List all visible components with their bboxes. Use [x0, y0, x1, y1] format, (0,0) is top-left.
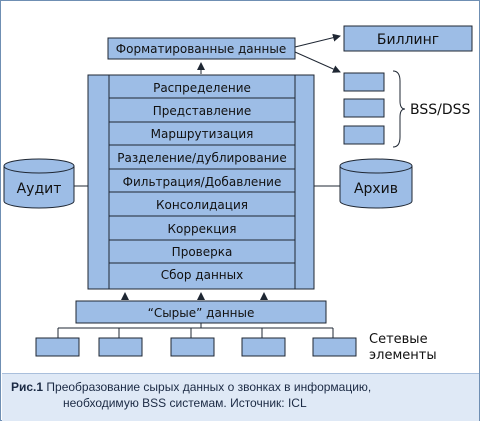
layer-label: Сбор данных	[161, 268, 243, 282]
layer-label: Проверка	[172, 245, 233, 259]
caption-line2: необходимую BSS системам. Источник: ICL	[63, 396, 307, 410]
layer-label: Маршрутизация	[151, 127, 254, 141]
layer-dividers	[109, 97, 295, 264]
network-element-box	[241, 337, 286, 357]
caption-label: Рис.1	[11, 380, 44, 394]
layer-label: Коррекция	[168, 222, 237, 236]
billing-box	[343, 25, 473, 52]
layer-label: Распределение	[153, 81, 251, 95]
bss-box-3	[343, 125, 385, 145]
bss-box-2	[343, 98, 385, 118]
archive-cylinder	[339, 158, 413, 209]
audit-cylinder	[3, 158, 75, 209]
formatted-data-box	[107, 37, 296, 60]
caption-band	[2, 373, 479, 421]
network-element-box	[98, 337, 143, 357]
figure-caption: Рис.1 Преобразование сырых данных о звон…	[11, 379, 471, 411]
layer-label: Разделение/дублирование	[117, 151, 286, 165]
audit-label: Аудит	[17, 181, 62, 197]
diagram-canvas: Форматированные данные Биллинг BSS/DSS Р…	[3, 25, 473, 363]
bss-box-1	[343, 72, 385, 92]
arrow-to-billing	[294, 33, 341, 48]
layer-label: Консолидация	[156, 198, 248, 212]
raw-data-label: “Сырые” данные	[148, 306, 255, 320]
arrow-to-bss	[294, 51, 341, 73]
bss-label: BSS/DSS	[410, 102, 471, 118]
caption-line1: Преобразование сырых данных о звонках в …	[46, 380, 372, 394]
archive-label: Архив	[354, 181, 398, 197]
network-label-line2: элементы	[369, 348, 437, 363]
formatted-data-label: Форматированные данные	[116, 42, 286, 56]
network-element-box	[312, 337, 357, 357]
billing-label: Биллинг	[377, 32, 439, 48]
network-element-box	[35, 337, 80, 357]
layer-label: Фильтрация/Добавление	[123, 175, 282, 189]
network-label-line1: Сетевые	[369, 332, 428, 347]
bss-brace	[392, 70, 406, 148]
processing-column	[87, 74, 315, 290]
network-element-box	[170, 337, 215, 357]
layer-label: Представление	[153, 104, 251, 118]
